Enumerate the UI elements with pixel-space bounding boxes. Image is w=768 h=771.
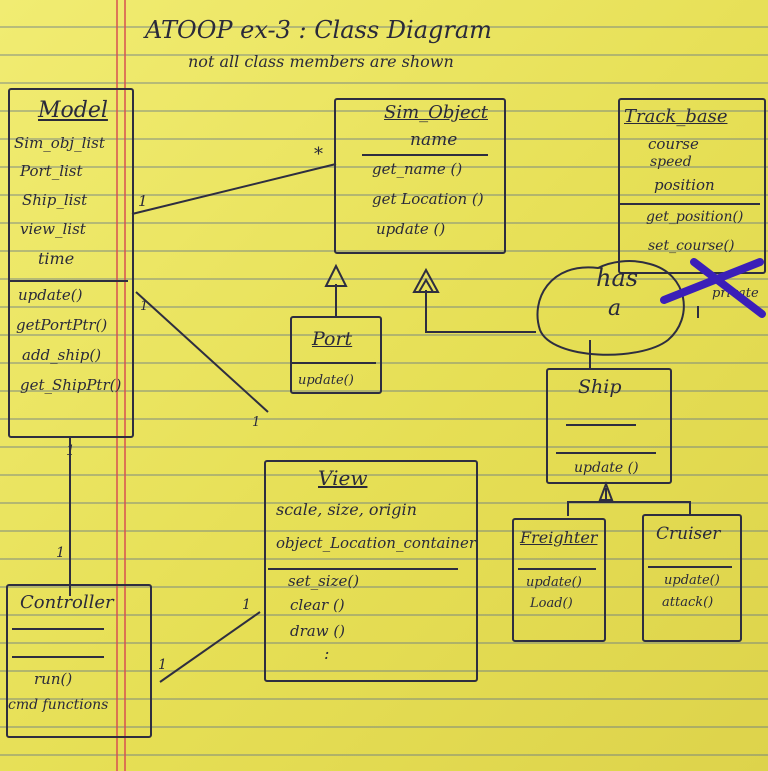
view-method-0: set_size(): [288, 572, 360, 590]
mult-model-controller-top: 1: [66, 443, 75, 459]
class-view-name: View: [318, 466, 368, 490]
has-a-label-a: a: [608, 296, 622, 321]
has-a-label-has: has: [596, 264, 639, 292]
class-freighter-name: Freighter: [520, 528, 598, 547]
model-attr-2: Ship_list: [22, 191, 88, 209]
ship-divider-1: [566, 424, 636, 426]
diagram-subtitle: not all class members are shown: [188, 52, 454, 71]
class-track-base-name: Track_base: [624, 106, 728, 127]
assoc-view-controller: [159, 611, 261, 683]
freighter-method-0: update(): [526, 575, 582, 590]
view-method-1: clear (): [290, 596, 345, 614]
inherit-ship-simobj: [425, 290, 536, 333]
mult-model-view-one-b: 1: [252, 415, 261, 430]
controller-divider-2: [12, 656, 104, 658]
class-model: [8, 88, 134, 438]
diagram-title: ATOOP ex-3 : Class Diagram: [145, 16, 492, 44]
model-attr-3: view_list: [20, 220, 86, 238]
track-base-crossed-label: private: [712, 286, 759, 301]
cruiser-divider: [648, 566, 732, 568]
controller-divider-1: [12, 628, 104, 630]
sim-object-divider: [362, 154, 488, 156]
sim-object-attr-0: name: [410, 130, 458, 150]
view-attr-1: object_Location_container: [276, 534, 477, 552]
class-cruiser: [642, 514, 742, 642]
mult-view-controller-ctrl: 1: [158, 657, 167, 673]
sim-object-method-1: get Location (): [372, 190, 484, 208]
class-controller-name: Controller: [20, 592, 114, 613]
class-ship-name: Ship: [578, 376, 622, 398]
class-sim-object-name: Sim_Object: [384, 102, 488, 123]
cruiser-method-1: attack(): [662, 595, 714, 610]
ship-method-0: update (): [574, 460, 639, 476]
model-attr-1: Port_list: [20, 162, 83, 180]
assoc-model-view: [135, 291, 269, 413]
controller-method-1: cmd functions: [8, 697, 109, 713]
inherit-arrow-ship: [598, 481, 614, 501]
class-cruiser-name: Cruiser: [656, 524, 721, 544]
cruiser-method-0: update(): [664, 573, 720, 588]
sim-object-method-2: update (): [376, 220, 446, 238]
class-controller: [6, 584, 152, 738]
inherit-arrow-ship-simobj: [412, 267, 440, 293]
sim-object-method-0: get_name (): [372, 160, 463, 178]
track-base-divider: [620, 203, 760, 205]
model-method-1: getPortPtr(): [16, 316, 108, 334]
port-method-0: update(): [298, 373, 354, 388]
model-divider: [10, 280, 128, 282]
assoc-model-simobj: [131, 163, 337, 215]
ship-divider-2: [556, 452, 656, 454]
track-base-method-0: get_position(): [646, 209, 744, 225]
track-base-attr-1: speed: [650, 154, 692, 170]
port-divider: [292, 362, 376, 364]
margin-line-right: [124, 0, 126, 771]
class-view: [264, 460, 478, 682]
class-port-name: Port: [312, 328, 353, 350]
track-base-attr-2: position: [654, 176, 715, 194]
mult-model-simobj-many: *: [314, 144, 323, 165]
view-divider: [268, 568, 458, 570]
mult-model-controller-bottom: 1: [56, 545, 65, 561]
inherit-arrow-ship-simobj-inner: [417, 278, 435, 293]
view-ellipsis: :: [324, 644, 330, 663]
freighter-method-1: Load(): [530, 596, 573, 611]
view-method-2: draw (): [290, 622, 346, 640]
model-attr-0: Sim_obj_list: [14, 134, 105, 152]
view-attr-0: scale, size, origin: [276, 500, 417, 519]
class-model-name: Model: [38, 98, 108, 123]
track-base-method-1: set_course(): [648, 238, 735, 254]
mult-model-simobj-one: 1: [138, 192, 148, 210]
margin-line-left: [116, 0, 118, 771]
track-base-attr-0: course: [648, 135, 699, 153]
controller-method-0: run(): [34, 670, 73, 688]
model-attr-4: time: [38, 249, 75, 268]
model-method-2: add_ship(): [22, 346, 102, 364]
mult-model-view-one-a: 1: [140, 299, 149, 314]
mult-view-controller-view: 1: [242, 597, 251, 613]
class-freighter: [512, 518, 606, 642]
inherit-arrow-port: [324, 263, 348, 287]
model-method-0: update(): [18, 286, 83, 304]
model-method-3: get_ShipPtr(): [20, 376, 122, 394]
freighter-divider: [518, 568, 596, 570]
